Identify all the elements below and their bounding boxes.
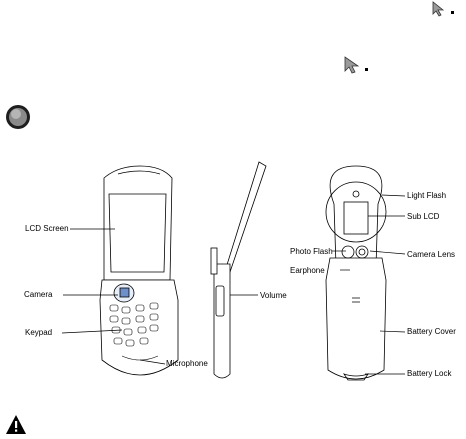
- warning-triangle-icon: [5, 414, 27, 436]
- label-light-flash: Light Flash: [407, 191, 446, 200]
- label-battery-cover: Battery Cover: [407, 327, 456, 336]
- label-camera: Camera: [24, 290, 52, 299]
- label-sub-lcd: Sub LCD: [407, 212, 439, 221]
- label-earphone: Earphone: [290, 266, 325, 275]
- label-keypad: Keypad: [25, 328, 52, 337]
- label-camera-lens: Camera Lens: [407, 250, 455, 259]
- gray-circle-button-icon: [5, 104, 31, 130]
- arrow-cursor-icon: [341, 54, 373, 76]
- phone-diagram: [0, 160, 466, 390]
- label-photo-flash: Photo Flash: [290, 247, 333, 256]
- label-lcd-screen: LCD Screen: [25, 224, 69, 233]
- label-microphone: Microphone: [166, 359, 208, 368]
- phone-back: [326, 166, 386, 380]
- label-volume: Volume: [260, 291, 287, 300]
- arrow-cursor-icon: [429, 0, 461, 18]
- label-battery-lock: Battery Lock: [407, 369, 451, 378]
- phone-front-open: [100, 166, 178, 375]
- phone-side: [211, 162, 266, 378]
